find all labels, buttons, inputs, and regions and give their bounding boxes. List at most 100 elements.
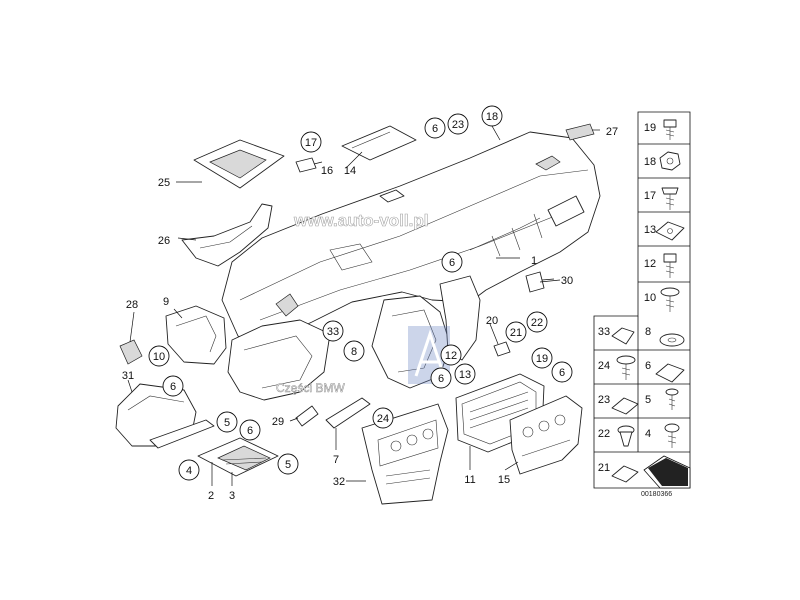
callout-circle <box>424 117 446 139</box>
callout-circle <box>531 347 553 369</box>
parts-illustration <box>115 123 601 505</box>
callout-number: 27 <box>606 126 618 138</box>
callout-circle <box>441 251 463 273</box>
legend-part-number: 10 <box>644 292 656 304</box>
callout-number: 20 <box>486 315 498 327</box>
callout-circle <box>440 344 462 366</box>
legend-part-number: 23 <box>598 394 610 406</box>
part-30-clip <box>525 271 545 293</box>
screw-5-icon <box>665 388 679 410</box>
legend-part-number: 13 <box>644 224 656 236</box>
screw-17-icon <box>661 187 679 210</box>
screw-19-icon <box>663 119 677 140</box>
legend-part-number: 12 <box>644 258 656 270</box>
part-glovebox-lid <box>149 419 215 449</box>
legend-part-number: 21 <box>598 462 610 474</box>
rivet-24-icon <box>616 355 636 380</box>
washer-8-icon <box>659 333 685 347</box>
callout-number: 32 <box>333 476 345 488</box>
legend-icons <box>611 119 691 489</box>
nut-18-icon <box>659 151 681 171</box>
callout-number: 31 <box>122 370 134 382</box>
clip-21-icon <box>611 465 639 483</box>
callout-number: 5 <box>224 417 230 429</box>
callout-circle <box>372 407 394 429</box>
callout-number: 10 <box>153 351 165 363</box>
legend-part-number: 33 <box>598 326 610 338</box>
callout-circle <box>322 320 344 342</box>
callout-circle <box>300 131 322 153</box>
legend-part-number: 8 <box>645 326 651 338</box>
callout-circle <box>481 105 503 127</box>
part-16-clip <box>295 157 317 173</box>
callout-number: 21 <box>510 327 522 339</box>
watermark-sub-text: Części BMW <box>276 381 345 395</box>
callout-circle <box>343 340 365 362</box>
callout-number: 26 <box>158 235 170 247</box>
fastener-legend-table <box>593 111 691 489</box>
legend-part-number: 18 <box>644 156 656 168</box>
callout-number: 29 <box>272 416 284 428</box>
callout-number: 15 <box>498 474 510 486</box>
callout-number: 28 <box>126 299 138 311</box>
part-7-strip <box>325 397 371 429</box>
part-14-cover <box>341 125 417 161</box>
callout-number: 8 <box>351 346 357 358</box>
part-lower-dash-left <box>227 319 331 401</box>
callout-number: 5 <box>285 459 291 471</box>
legend-part-number: 24 <box>598 360 610 372</box>
callout-number: 4 <box>186 465 192 477</box>
callout-number: 12 <box>445 350 457 362</box>
watermark-logo-letter-icon <box>414 329 446 377</box>
legend-part-number: 17 <box>644 190 656 202</box>
screw-10-icon <box>660 287 680 312</box>
callout-circle <box>447 113 469 135</box>
callout-circle <box>148 345 170 367</box>
callout-number: 11 <box>464 474 475 486</box>
part-32-center-bezel <box>361 403 449 505</box>
watermark: www.auto-voll.pl Części BMW <box>276 211 450 395</box>
callout-number: 13 <box>459 369 471 381</box>
callout-number: 16 <box>321 165 333 177</box>
reference-number: 00180366 <box>641 491 672 498</box>
clip-33-icon <box>611 327 635 345</box>
part-dashboard-panel <box>221 131 601 343</box>
screw-4-icon <box>664 423 680 448</box>
callout-circle <box>430 367 452 389</box>
callout-circle <box>505 321 527 343</box>
callout-circle <box>216 411 238 433</box>
part-15-bezel <box>509 395 583 475</box>
clip-13-icon <box>655 221 685 241</box>
callout-number: 24 <box>377 413 389 425</box>
callout-number: 6 <box>449 257 455 269</box>
legend-part-number: 19 <box>644 122 656 134</box>
callout-number: 14 <box>344 165 356 177</box>
part-27-grille <box>565 123 595 141</box>
part-2-3-tray <box>197 437 279 477</box>
callout-number: 17 <box>305 137 317 149</box>
callout-number: 6 <box>438 373 444 385</box>
watermark-main-text: www.auto-voll.pl <box>293 211 428 230</box>
legend-part-number: 5 <box>645 394 651 406</box>
callout-number: 22 <box>531 317 543 329</box>
part-29-trim <box>295 405 319 427</box>
callout-number: 30 <box>561 275 573 287</box>
callout-number: 3 <box>229 490 235 502</box>
legend-part-number: 6 <box>645 360 651 372</box>
callout-number: 7 <box>333 454 339 466</box>
callout-number: 6 <box>432 123 438 135</box>
callout-number: 2 <box>208 490 214 502</box>
callout-circle <box>454 363 476 385</box>
callout-number: 25 <box>158 177 170 189</box>
callout-number: 19 <box>536 353 548 365</box>
screw-12-icon <box>663 253 677 278</box>
part-right-bracket <box>439 275 481 361</box>
callout-number: 18 <box>486 111 498 123</box>
leader-lines <box>127 125 600 486</box>
part-20-clip <box>493 341 511 357</box>
clip-23-icon <box>611 397 639 415</box>
part-25-trim-frame <box>193 139 285 189</box>
